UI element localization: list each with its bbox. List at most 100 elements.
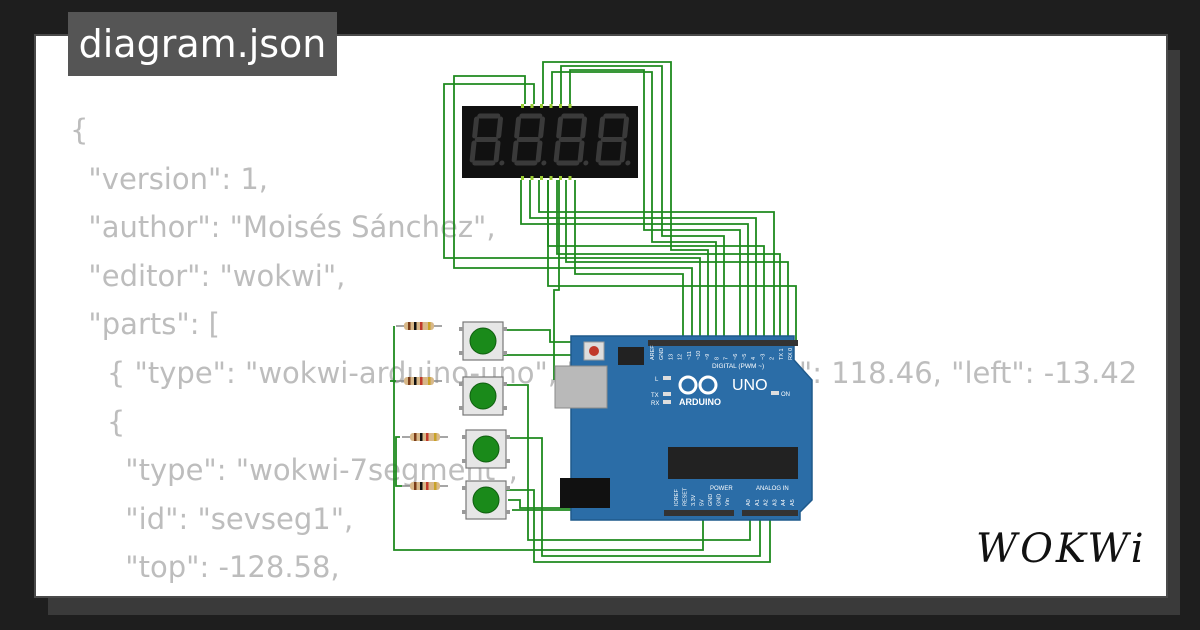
- digital-label: DIGITAL (PWM ~): [712, 363, 764, 370]
- display-digits: [469, 113, 631, 166]
- atmega-chip: [668, 447, 798, 479]
- code-line: "type": "wokwi-7segment",: [70, 453, 518, 488]
- analog-label: ANALOG IN: [756, 486, 789, 492]
- digital-pin-label: 13: [668, 354, 674, 360]
- code-line: "top": -128.58,: [70, 550, 340, 585]
- power-pin-label: IOREF: [674, 489, 680, 506]
- wokwi-logo: WOKWi: [976, 526, 1147, 572]
- on-label: ON: [781, 392, 790, 398]
- power-pin-label: GND: [717, 494, 723, 506]
- wire: [574, 180, 684, 340]
- seven-segment-display[interactable]: [462, 104, 638, 180]
- arduino-logo-icon: [678, 375, 718, 395]
- led-l: [663, 376, 671, 380]
- analog-pin-label: A5: [790, 499, 796, 506]
- analog-pin-label: A1: [755, 499, 761, 506]
- digital-pin-label: ~3: [760, 354, 766, 360]
- power-pin-label: 3.3V: [691, 494, 697, 506]
- code-line: "editor": "wokwi",: [70, 258, 346, 293]
- wire: [542, 61, 709, 340]
- power-header: [664, 510, 734, 516]
- file-tab-label: diagram.json: [78, 22, 327, 66]
- wire: [553, 180, 560, 380]
- digital-pin-label: 4: [751, 357, 757, 360]
- digital-pin-label: GND: [659, 348, 665, 360]
- display-digit: [553, 113, 589, 166]
- code-line: "version": 1,: [70, 161, 268, 196]
- code-line: {: [70, 404, 126, 439]
- resistor[interactable]: [402, 482, 448, 490]
- wire: [538, 180, 775, 340]
- wire: [503, 345, 579, 356]
- wire: [520, 180, 749, 340]
- push-button[interactable]: [462, 429, 510, 469]
- analog-pin-label: A2: [764, 499, 770, 506]
- led-l-label: L: [655, 377, 659, 383]
- reset-button-cap: [589, 346, 599, 356]
- display-digit: [469, 113, 505, 166]
- resistor[interactable]: [396, 322, 442, 330]
- arduino-uno-board[interactable]: UNO ARDUINO DIGITAL (PWM ~) POWER ANALOG…: [554, 335, 813, 521]
- led-rx: [663, 400, 671, 404]
- analog-header: [742, 510, 798, 516]
- code-line: {: [70, 113, 89, 147]
- resistor[interactable]: [402, 433, 448, 441]
- digital-pin-label: TX 1: [779, 348, 785, 360]
- wires: [390, 61, 797, 563]
- push-button[interactable]: [459, 376, 507, 416]
- display-pins: [521, 104, 572, 180]
- analog-pin-label: A3: [772, 499, 778, 506]
- wire: [395, 436, 402, 487]
- code-line: "author": "Moisés Sánchez",: [70, 210, 496, 245]
- digital-pin-label: ~6: [733, 354, 739, 360]
- wire: [506, 489, 771, 563]
- power-jack: [560, 478, 610, 508]
- push-buttons: [459, 321, 510, 520]
- digital-pin-label: RX 0: [788, 348, 794, 360]
- digital-pin-label: 12: [678, 354, 684, 360]
- wire: [551, 71, 717, 340]
- wire: [547, 180, 797, 340]
- digital-pin-label: 7: [724, 357, 730, 360]
- resistor[interactable]: [396, 377, 442, 385]
- wire: [393, 326, 704, 551]
- icsp-header: [618, 347, 644, 365]
- digital-pin-label: ~10: [696, 351, 702, 360]
- digital-pin-label: ~11: [687, 351, 693, 360]
- code-line: "parts": [: [70, 307, 220, 342]
- code-line: "id": "sevseg1",: [70, 501, 354, 536]
- display-digit: [595, 113, 631, 166]
- file-tab[interactable]: diagram.json: [68, 12, 337, 76]
- digital-pin-label: AREF: [650, 345, 656, 360]
- wire: [556, 180, 781, 340]
- led-tx: [663, 392, 671, 396]
- power-pin-label: Vin: [725, 498, 731, 506]
- led-tx-label: TX: [651, 393, 659, 399]
- digital-header: [648, 340, 798, 346]
- wire: [453, 75, 693, 340]
- board-model: UNO: [732, 377, 768, 394]
- usb-port: [554, 365, 608, 409]
- analog-pin-label: A0: [746, 499, 752, 506]
- resistors: [396, 322, 448, 490]
- led-rx-label: RX: [651, 401, 659, 407]
- push-button[interactable]: [459, 321, 507, 361]
- digital-pin-label: ~5: [742, 354, 748, 360]
- wire: [547, 180, 765, 340]
- power-label: POWER: [710, 486, 733, 492]
- wire: [443, 83, 701, 340]
- power-pin-label: GND: [708, 494, 714, 506]
- digital-pin-label: 8: [714, 357, 720, 360]
- wire: [503, 329, 572, 343]
- digital-pin-label: ~9: [705, 354, 711, 360]
- wire: [529, 180, 757, 340]
- analog-pin-label: A4: [781, 499, 787, 506]
- display-digit: [511, 113, 547, 166]
- wire: [506, 437, 761, 557]
- on-led: [771, 391, 779, 395]
- push-button[interactable]: [462, 480, 510, 520]
